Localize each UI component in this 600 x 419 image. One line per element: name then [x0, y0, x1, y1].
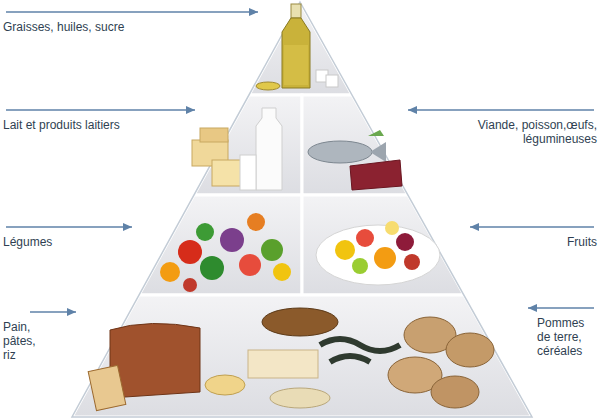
food-group-label: Fruits: [517, 235, 597, 249]
food-group-label: Viande, poisson,œufs, légumineuses: [417, 118, 597, 146]
food-group-label: Graisses, huiles, sucre: [3, 20, 163, 34]
food-group-label: Pommes de terre, céréales: [537, 316, 597, 358]
food-group-label: Pain, pâtes, riz: [3, 320, 45, 362]
food-group-label: Lait et produits laitiers: [3, 118, 173, 132]
food-group-label: Légumes: [3, 235, 103, 249]
